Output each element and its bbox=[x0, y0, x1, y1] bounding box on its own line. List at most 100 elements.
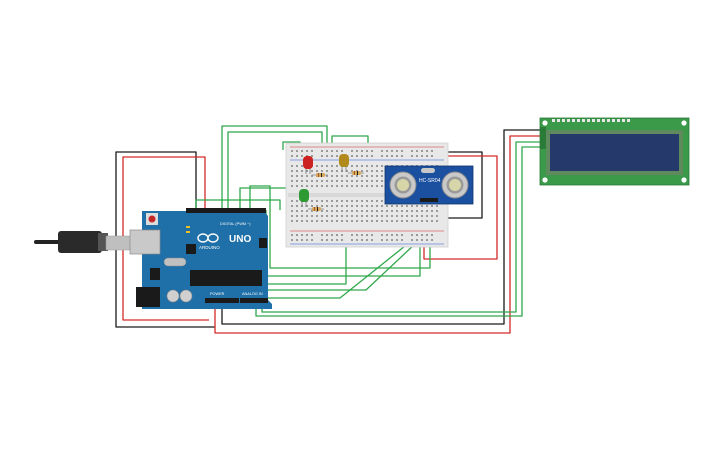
breadboard-hole bbox=[401, 205, 403, 207]
breadboard-hole bbox=[291, 185, 293, 187]
breadboard-hole bbox=[371, 170, 373, 172]
breadboard-hole bbox=[301, 175, 303, 177]
green-led[interactable] bbox=[299, 189, 309, 207]
lcd-pin[interactable] bbox=[562, 119, 565, 122]
breadboard-hole bbox=[411, 205, 413, 207]
breadboard-hole bbox=[351, 185, 353, 187]
breadboard-hole bbox=[291, 175, 293, 177]
lcd-pin[interactable] bbox=[627, 119, 630, 122]
breadboard-hole bbox=[426, 220, 428, 222]
lcd-pin[interactable] bbox=[622, 119, 625, 122]
lcd-pin[interactable] bbox=[582, 119, 585, 122]
lcd-pin[interactable] bbox=[552, 119, 555, 122]
breadboard-hole bbox=[391, 210, 393, 212]
wire-black-sensor-gnd[interactable] bbox=[436, 151, 483, 219]
lcd-pin[interactable] bbox=[567, 119, 570, 122]
lcd-pin[interactable] bbox=[572, 119, 575, 122]
lcd-mount-hole-br bbox=[681, 177, 687, 183]
resistor-1[interactable] bbox=[312, 173, 328, 177]
breadboard-hole bbox=[346, 175, 348, 177]
resistor-2[interactable] bbox=[348, 171, 364, 175]
wire-green-d-pin-c[interactable] bbox=[249, 185, 431, 269]
breadboard-hole bbox=[401, 239, 403, 241]
analog-header[interactable] bbox=[240, 298, 268, 303]
breadboard-hole bbox=[341, 185, 343, 187]
wire-red-5v-left[interactable] bbox=[122, 156, 209, 321]
lcd-pin[interactable] bbox=[602, 119, 605, 122]
breadboard-hole bbox=[326, 175, 328, 177]
breadboard-hole bbox=[326, 205, 328, 207]
breadboard-hole bbox=[361, 180, 363, 182]
wire-green-d-pin-a[interactable] bbox=[195, 199, 281, 210]
breadboard-hole bbox=[366, 215, 368, 217]
reset-button[interactable] bbox=[148, 215, 156, 223]
lcd-pin[interactable] bbox=[592, 119, 595, 122]
breadboard-hole bbox=[336, 180, 338, 182]
breadboard-hole bbox=[351, 170, 353, 172]
power-header[interactable] bbox=[205, 298, 239, 303]
breadboard-hole bbox=[411, 155, 413, 157]
breadboard-hole bbox=[321, 180, 323, 182]
breadboard-hole bbox=[351, 150, 353, 152]
breadboard-hole bbox=[406, 210, 408, 212]
breadboard-hole bbox=[371, 205, 373, 207]
digital-header[interactable] bbox=[186, 208, 266, 213]
breadboard-hole bbox=[351, 239, 353, 241]
wire-black-gnd-left[interactable] bbox=[115, 151, 215, 328]
breadboard-hole bbox=[341, 205, 343, 207]
sensor-pins[interactable] bbox=[420, 198, 438, 202]
lcd-pin[interactable] bbox=[617, 119, 620, 122]
usb-cable[interactable] bbox=[34, 231, 145, 253]
breadboard-hole bbox=[351, 210, 353, 212]
lcd-pin[interactable] bbox=[597, 119, 600, 122]
lcd-mount-hole-tr bbox=[681, 120, 687, 126]
breadboard-hole bbox=[331, 205, 333, 207]
breadboard-hole bbox=[361, 150, 363, 152]
breadboard-hole bbox=[416, 205, 418, 207]
breadboard-hole bbox=[371, 210, 373, 212]
breadboard-hole bbox=[311, 185, 313, 187]
arduino-brand-label: ARDUINO bbox=[199, 245, 220, 250]
lcd-pin[interactable] bbox=[557, 119, 560, 122]
breadboard-hole bbox=[306, 239, 308, 241]
breadboard-hole bbox=[301, 210, 303, 212]
arduino-uno-board[interactable]: UNO ARDUINO DIGITAL (PWM ~) POWER ANALOG… bbox=[129, 208, 272, 309]
receiver-transducer bbox=[441, 171, 469, 199]
breadboard-hole bbox=[351, 234, 353, 236]
breadboard-hole bbox=[301, 185, 303, 187]
lcd-i2c-connector[interactable] bbox=[540, 127, 546, 149]
lcd-pin[interactable] bbox=[612, 119, 615, 122]
wire-green-led1[interactable] bbox=[221, 125, 328, 210]
ultrasonic-sensor[interactable]: HC-SR04 bbox=[384, 165, 474, 205]
breadboard-hole bbox=[431, 155, 433, 157]
breadboard-hole bbox=[386, 150, 388, 152]
breadboard-hole bbox=[396, 205, 398, 207]
breadboard-hole bbox=[381, 185, 383, 187]
breadboard-hole bbox=[361, 210, 363, 212]
breadboard-hole bbox=[371, 150, 373, 152]
breadboard-hole bbox=[416, 215, 418, 217]
breadboard-hole bbox=[291, 234, 293, 236]
breadboard-hole bbox=[346, 185, 348, 187]
lcd-pin[interactable] bbox=[587, 119, 590, 122]
breadboard-hole bbox=[371, 220, 373, 222]
wire-green-lcd-scl[interactable] bbox=[255, 146, 540, 317]
breadboard-hole bbox=[421, 150, 423, 152]
breadboard-hole bbox=[416, 150, 418, 152]
breadboard-hole bbox=[301, 165, 303, 167]
yellow-led[interactable] bbox=[339, 154, 349, 172]
breadboard-hole bbox=[326, 234, 328, 236]
wire-green-led2[interactable] bbox=[227, 131, 323, 210]
breadboard-hole bbox=[406, 220, 408, 222]
lcd-display[interactable] bbox=[539, 117, 690, 186]
wire-black-lcd-gnd[interactable] bbox=[221, 129, 540, 325]
lcd-pin-header[interactable] bbox=[552, 119, 630, 122]
lcd-pin[interactable] bbox=[607, 119, 610, 122]
resistor-3[interactable] bbox=[308, 207, 324, 211]
breadboard-hole bbox=[366, 239, 368, 241]
wire-red-lcd-vcc[interactable] bbox=[214, 135, 540, 334]
red-led[interactable] bbox=[303, 156, 313, 174]
wire-red-rail[interactable] bbox=[423, 155, 498, 260]
lcd-pin[interactable] bbox=[577, 119, 580, 122]
